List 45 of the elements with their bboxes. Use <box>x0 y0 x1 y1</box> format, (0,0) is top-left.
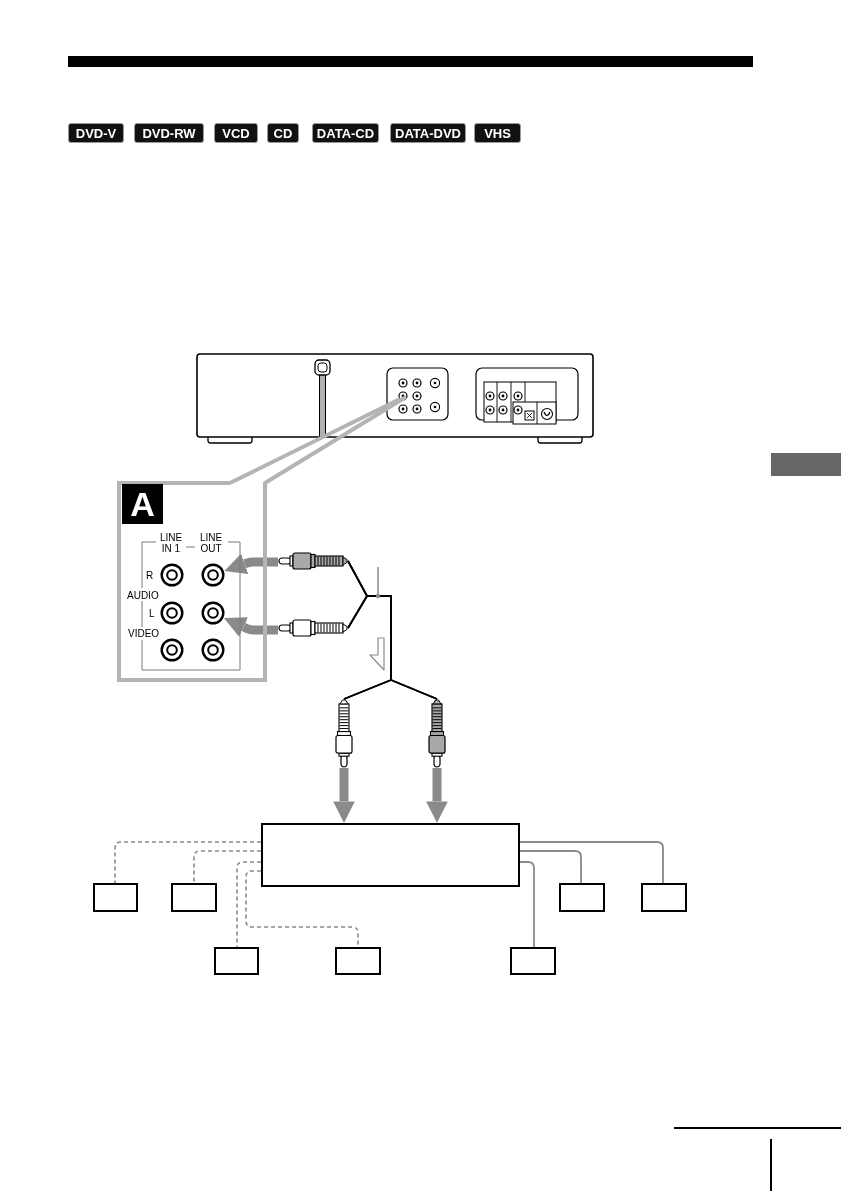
dashed-connector-line <box>193 850 262 884</box>
rca-plug <box>278 617 348 639</box>
format-badge: DATA-CD <box>312 123 379 143</box>
component-box <box>214 947 259 975</box>
rca-plug <box>333 699 355 768</box>
component-box <box>93 883 138 912</box>
arrow <box>223 617 278 637</box>
format-badge: VCD <box>214 123 258 143</box>
dashed-connector-line <box>114 841 262 884</box>
component-box <box>559 883 605 912</box>
component-box <box>261 823 520 887</box>
format-badge: VHS <box>474 123 521 143</box>
jack-label: AUDIO <box>127 590 160 601</box>
component-box <box>171 883 217 912</box>
jack-label: L <box>149 608 156 619</box>
rca-jack <box>201 638 225 662</box>
inset-letter-label: A <box>122 484 163 524</box>
dashed-connector-line <box>236 861 262 948</box>
rca-jack <box>160 563 184 587</box>
component-box <box>641 883 687 912</box>
jack-label: LINE OUT <box>198 532 224 554</box>
rca-jack <box>160 601 184 625</box>
arrow <box>426 768 448 823</box>
rca-plug <box>278 550 348 572</box>
component-box <box>335 947 381 975</box>
jack-label: LINE IN 1 <box>158 532 184 554</box>
arrow <box>333 768 355 823</box>
component-box <box>510 947 556 975</box>
rca-jack <box>201 601 225 625</box>
connector-line <box>519 850 582 884</box>
inset-frame <box>117 481 267 682</box>
arrow <box>224 553 278 575</box>
jack-label: R <box>146 570 155 581</box>
connector-line <box>519 861 535 948</box>
jack-label: VIDEO <box>128 628 161 639</box>
format-badge: DVD-V <box>68 123 124 143</box>
rca-jack <box>160 638 184 662</box>
cable <box>347 595 438 700</box>
dashed-connector-line <box>245 870 359 948</box>
format-badge: DATA-DVD <box>390 123 466 143</box>
format-badge: DVD-RW <box>134 123 204 143</box>
rca-plug <box>426 699 448 768</box>
rca-jack <box>201 563 225 587</box>
format-badge: CD <box>267 123 299 143</box>
connector-line <box>519 841 664 884</box>
